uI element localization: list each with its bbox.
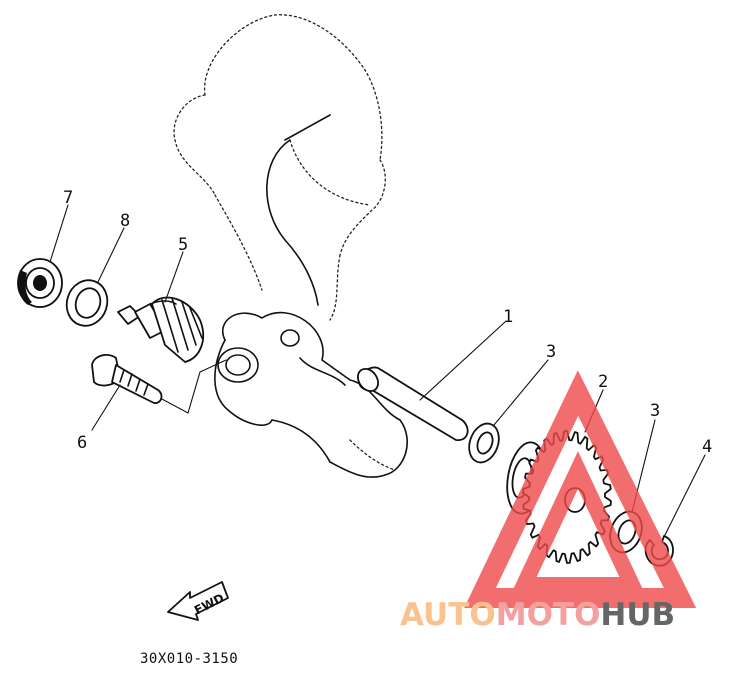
part-3-washer-a (468, 422, 500, 464)
callout-3b: 3 (650, 401, 660, 421)
callout-7: 7 (63, 188, 73, 208)
callout-1: 1 (503, 307, 513, 327)
watermark-hub: HUB (600, 597, 675, 633)
callout-8: 8 (120, 211, 130, 231)
crankcase-outline (173, 14, 409, 478)
watermark-logo (464, 370, 697, 608)
watermark-moto: MOTO (496, 597, 601, 633)
part-6-bolt (91, 354, 163, 404)
bolt-leader (159, 359, 227, 414)
fwd-arrow-icon: FWD (167, 581, 229, 621)
part-1-shaft (357, 366, 469, 441)
callout-4: 4 (702, 437, 712, 457)
watermark-text: AUTOMOTOHUB (400, 597, 675, 633)
part-7-oil-seal (17, 258, 63, 308)
watermark-auto: AUTO (400, 597, 496, 633)
callout-5: 5 (178, 235, 188, 255)
part-5-gear-shaft (117, 296, 205, 363)
diagram-code: 30X010-3150 (140, 651, 238, 667)
part-8-washer (65, 279, 109, 327)
callout-6: 6 (77, 433, 87, 453)
callout-3a: 3 (546, 342, 556, 362)
callout-2: 2 (598, 372, 608, 392)
